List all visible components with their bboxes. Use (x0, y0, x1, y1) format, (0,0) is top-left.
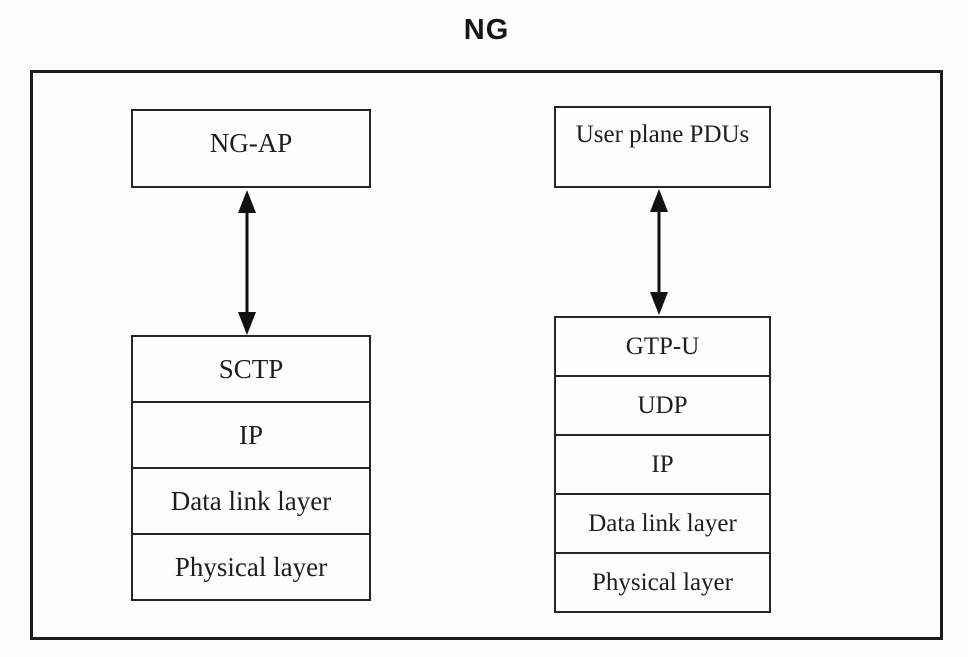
layer-label: IP (238, 419, 263, 450)
user-plane-pdus-label: User plane PDUs (575, 121, 750, 148)
double-headed-arrow-icon (650, 189, 668, 315)
stack-layer: GTP-U (556, 318, 769, 377)
double-headed-arrow-icon (238, 190, 256, 335)
user-plane-pdus-box: User plane PDUs (554, 106, 771, 188)
layer-label: SCTP (218, 353, 284, 384)
control-plane-stack: SCTP IP Data link layer Physical layer (131, 335, 371, 601)
stack-layer: IP (556, 436, 769, 495)
layer-label: IP (651, 450, 674, 478)
layer-label: UDP (637, 391, 688, 419)
layer-label: Physical layer (174, 551, 328, 582)
layer-label: Data link layer (588, 509, 737, 537)
layer-label: Data link layer (170, 485, 332, 516)
ng-ap-label: NG-AP (209, 128, 293, 158)
stack-layer: IP (133, 403, 369, 469)
stack-layer: UDP (556, 377, 769, 436)
stack-layer: SCTP (133, 337, 369, 403)
stack-layer: Data link layer (133, 469, 369, 535)
stack-layer: Physical layer (133, 535, 369, 599)
ng-ap-box: NG-AP (131, 109, 371, 188)
stack-layer: Physical layer (556, 554, 769, 611)
layer-label: Physical layer (592, 568, 733, 596)
diagram-title: NG (463, 14, 510, 46)
stack-layer: Data link layer (556, 495, 769, 554)
user-plane-stack: GTP-U UDP IP Data link layer Physical la… (554, 316, 771, 613)
layer-label: GTP-U (625, 332, 700, 360)
